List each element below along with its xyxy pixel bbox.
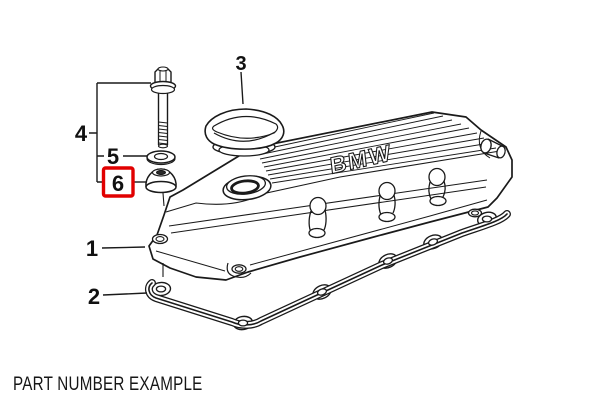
rib-lines <box>255 112 497 184</box>
callout-4[interactable]: 4 <box>75 121 88 146</box>
cover-bolt-holes <box>151 208 483 279</box>
bolt-illustration <box>149 66 177 149</box>
bolt-threads <box>158 121 168 145</box>
gasket-illustration <box>144 210 511 331</box>
grommet-illustration <box>145 168 177 194</box>
oil-filler-neck <box>222 175 272 201</box>
callout-leader-lines <box>89 71 244 296</box>
callout-3[interactable]: 3 <box>235 53 246 75</box>
spark-plug-bosses <box>308 167 447 239</box>
oil-cap-illustration <box>204 108 285 157</box>
valve-cover-illustration: BMW <box>148 111 513 281</box>
breather-port <box>480 138 506 159</box>
washer-illustration <box>146 150 176 166</box>
highlight-box[interactable] <box>101 166 135 198</box>
callout-1[interactable]: 1 <box>86 236 98 261</box>
callout-2[interactable]: 2 <box>88 284 100 309</box>
callout-5[interactable]: 5 <box>107 144 119 169</box>
gasket-bolt-holes <box>155 215 493 327</box>
caption: PART NUMBER EXAMPLE <box>13 374 203 395</box>
callout-6[interactable]: 6 <box>112 171 124 196</box>
